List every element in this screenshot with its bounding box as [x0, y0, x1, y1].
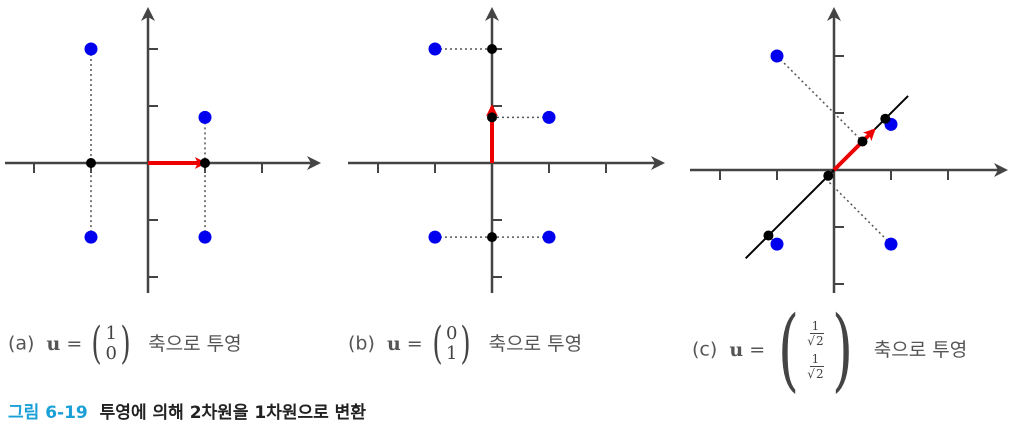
projection-figure [5, 7, 1008, 293]
projected-point [880, 113, 891, 124]
caption-b-vec-2: 1 [445, 343, 458, 364]
caption-a: (a) u = ( 1 0 ) 축으로 투영 [8, 318, 242, 369]
projected-point [763, 230, 774, 241]
projected-point [200, 158, 210, 168]
caption-b-text: 축으로 투영 [488, 332, 583, 355]
caption-c-label: (c) [692, 338, 718, 361]
projected-point [86, 158, 96, 168]
data-point [84, 230, 98, 244]
data-point [542, 230, 556, 244]
projected-point [857, 136, 868, 147]
projected-point [487, 44, 497, 54]
data-point [84, 42, 98, 56]
figure-number: 그림 6-19 [8, 403, 88, 423]
caption-b-label: (b) [348, 332, 375, 355]
caption-a-var: u [46, 332, 61, 355]
caption-c-frac-2: 1 √2 [807, 352, 824, 381]
caption-c-frac-1: 1 √2 [807, 319, 824, 348]
caption-b: (b) u = ( 0 1 ) 축으로 투영 [348, 318, 583, 369]
data-point [542, 110, 556, 124]
caption-a-text: 축으로 투영 [148, 332, 242, 355]
projected-point [487, 232, 497, 243]
data-point [428, 42, 442, 56]
caption-c-vector: ( 1 √2 1 √2 ) [778, 297, 853, 402]
panel-c-plot [690, 7, 1008, 293]
data-point [884, 237, 898, 251]
caption-c-text: 축으로 투영 [873, 338, 968, 361]
figure-title: 그림 6-19 투영에 의해 2차원을 1차원으로 변환 [8, 398, 366, 423]
caption-c-var: u [729, 338, 744, 361]
caption-a-vec-1: 1 [105, 323, 117, 344]
projected-point [823, 170, 834, 181]
caption-a-label: (a) [8, 332, 35, 355]
panel-b-plot [348, 7, 665, 293]
data-point [770, 237, 784, 251]
data-point [198, 230, 212, 244]
figure-title-text: 투영에 의해 2차원을 1차원으로 변환 [99, 403, 366, 423]
projected-point [487, 112, 497, 123]
projection-line [776, 55, 864, 143]
caption-c: (c) u = ( 1 √2 1 √2 ) 축으로 투영 [692, 297, 968, 402]
data-point [770, 49, 784, 63]
unit-vector-arrow [832, 128, 876, 172]
caption-b-vector: ( 0 1 ) [432, 318, 472, 369]
caption-b-vec-1: 0 [445, 323, 458, 344]
panel-a-plot [5, 7, 321, 293]
caption-a-vector: ( 1 0 ) [91, 318, 131, 369]
caption-a-vec-2: 0 [105, 343, 117, 364]
data-point [428, 230, 442, 244]
data-point [198, 110, 212, 124]
projection-line [824, 178, 892, 245]
caption-b-var: u [386, 332, 401, 355]
